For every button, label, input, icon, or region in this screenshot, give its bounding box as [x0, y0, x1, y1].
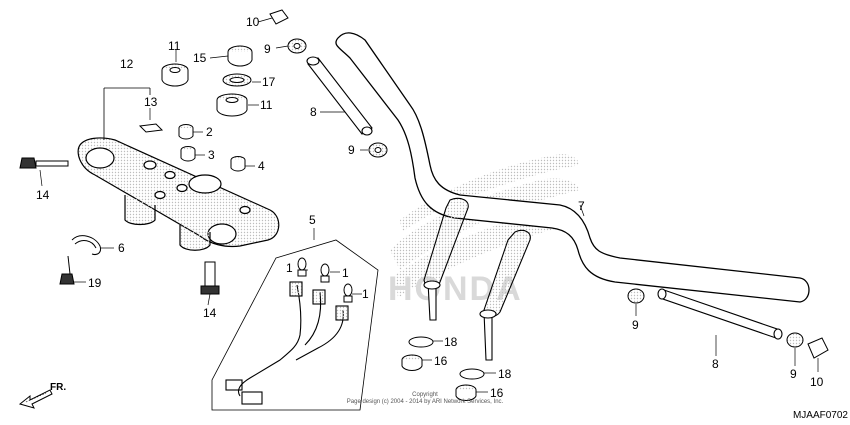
bolt-19 — [59, 255, 75, 285]
nut-11-mid — [216, 93, 248, 117]
plug-3 — [180, 146, 196, 162]
label-18-b: 18 — [498, 367, 512, 381]
front-direction-label: FR. — [50, 382, 66, 393]
label-16-a: 16 — [434, 354, 448, 368]
label-10-right: 10 — [810, 375, 824, 389]
weight-rod-8-left — [306, 56, 373, 136]
rubber-washer-13 — [138, 123, 164, 133]
label-9-right2: 9 — [790, 367, 797, 381]
label-12: 12 — [120, 57, 134, 71]
callout-bracket-12 — [103, 87, 151, 140]
label-19: 19 — [88, 276, 102, 290]
copyright-line-1: Copyright — [412, 392, 438, 398]
label-2: 2 — [206, 125, 213, 139]
label-10-top: 10 — [246, 15, 260, 29]
nut-9-top — [287, 38, 307, 54]
label-3: 3 — [208, 148, 215, 162]
harness-frame — [211, 239, 379, 411]
label-8-left: 8 — [310, 105, 317, 119]
plug-2 — [178, 124, 194, 140]
label-8-right: 8 — [712, 357, 719, 371]
nut-9-right — [627, 288, 645, 304]
copyright-line-2: Page design (c) 2004 - 2014 by ARI Netwo… — [347, 399, 504, 405]
nut-9-mid — [368, 142, 388, 158]
clip-10-top — [269, 9, 289, 25]
clip-10-right — [807, 337, 829, 359]
bulb-1-b — [320, 263, 330, 283]
front-direction-arrow — [18, 389, 53, 409]
top-bridge — [77, 137, 280, 251]
bulb-1-a — [297, 257, 307, 277]
diagram-code: MJAAF0702 — [793, 410, 848, 421]
bolt-14-left — [19, 157, 69, 169]
washer-17 — [222, 73, 252, 87]
label-9-top: 9 — [264, 42, 271, 56]
label-1-a: 1 — [286, 261, 293, 275]
label-7: 7 — [578, 199, 585, 213]
label-6: 6 — [118, 241, 125, 255]
weight-rod-8-right — [657, 288, 783, 340]
label-5: 5 — [309, 213, 316, 227]
washer-18-a — [408, 336, 434, 348]
handlebar-riser-left — [423, 197, 469, 321]
nut-11-top — [161, 63, 189, 87]
label-18-a: 18 — [444, 335, 458, 349]
wire-harness — [225, 281, 349, 405]
handlebar — [335, 32, 810, 303]
nut-16-a — [401, 354, 423, 371]
plug-4 — [230, 156, 246, 172]
label-15: 15 — [193, 51, 207, 65]
nut-9-right2 — [786, 332, 804, 348]
cap-15 — [227, 45, 253, 67]
label-9-mid: 9 — [348, 143, 355, 157]
label-17: 17 — [262, 75, 276, 89]
bulb-1-c — [343, 283, 353, 303]
label-14-left: 14 — [36, 188, 50, 202]
label-14-bottom: 14 — [203, 306, 217, 320]
leader-lines — [39, 17, 819, 393]
label-4: 4 — [258, 159, 265, 173]
nut-16-b — [455, 384, 477, 401]
label-13: 13 — [144, 95, 158, 109]
label-1-b: 1 — [342, 266, 349, 280]
label-11-top: 11 — [168, 39, 181, 53]
bolt-14-bottom — [200, 261, 220, 295]
label-11-mid: 11 — [260, 98, 273, 112]
clamp-6 — [71, 235, 101, 255]
label-9-right: 9 — [632, 318, 639, 332]
washer-18-b — [459, 368, 485, 380]
handlebar-riser-right — [479, 229, 531, 361]
label-1-c: 1 — [362, 287, 369, 301]
label-16-b: 16 — [490, 386, 504, 400]
